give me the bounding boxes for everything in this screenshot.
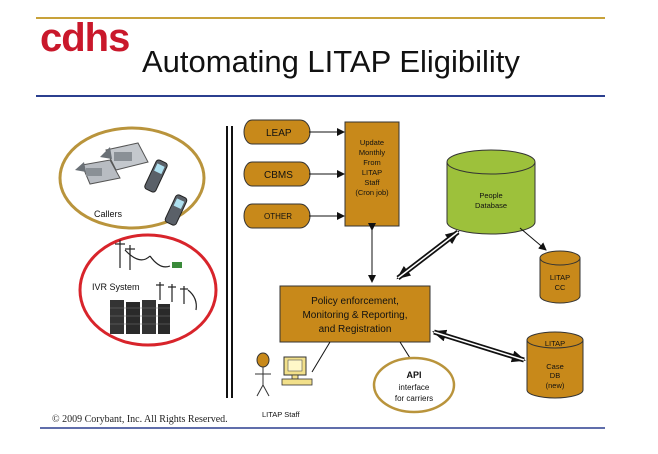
ivr-label: IVR System bbox=[92, 282, 140, 292]
source-leap: LEAP bbox=[243, 119, 311, 145]
case-database: LITAP Case DB (new) bbox=[526, 331, 584, 399]
policy-line: Monitoring & Reporting, bbox=[302, 310, 407, 321]
callers-label: Callers bbox=[94, 209, 123, 219]
update-line: From bbox=[363, 158, 381, 167]
mobile-phone-icon bbox=[144, 159, 168, 193]
update-line: (Cron job) bbox=[355, 188, 389, 197]
arrow-policy-people bbox=[396, 230, 460, 280]
case-db-line: LITAP bbox=[545, 339, 565, 348]
logo-text: cdhs bbox=[40, 16, 130, 60]
people-db-line: Database bbox=[475, 201, 507, 210]
staff-label: LITAP Staff bbox=[262, 410, 300, 419]
slide-title: Automating LITAP Eligibility bbox=[142, 44, 520, 79]
update-line: LITAP bbox=[362, 168, 382, 177]
litap-cc-line: LITAP bbox=[550, 273, 570, 282]
update-line: Update bbox=[360, 138, 384, 147]
case-db-line: Case bbox=[546, 362, 564, 371]
cdhs-logo: cdhs bbox=[40, 18, 132, 58]
api-line: API bbox=[406, 370, 421, 380]
modem-icon bbox=[172, 262, 182, 268]
people-db-line: People bbox=[479, 191, 502, 200]
api-line: for carriers bbox=[395, 394, 433, 403]
api-line: interface bbox=[399, 383, 430, 392]
person-icon bbox=[255, 352, 271, 397]
utility-pole-icon bbox=[156, 282, 197, 311]
server-rack-icon bbox=[110, 300, 170, 334]
arrow-people-to-cc bbox=[519, 227, 547, 251]
litap-cc-database: LITAP CC bbox=[539, 250, 581, 304]
callers-group: Callers bbox=[58, 126, 206, 230]
line-policy-api bbox=[399, 341, 411, 359]
utility-pole-icon bbox=[115, 240, 171, 270]
update-box: Update Monthly From LITAP Staff (Cron jo… bbox=[344, 121, 400, 227]
policy-line: and Registration bbox=[319, 324, 392, 335]
litap-cc-line: CC bbox=[555, 283, 566, 292]
copyright-text: © 2009 Corybant, Inc. All Rights Reserve… bbox=[52, 414, 228, 425]
policy-box: Policy enforcement, Monitoring & Reporti… bbox=[279, 285, 431, 343]
source-label: LEAP bbox=[266, 128, 292, 139]
update-line: Staff bbox=[364, 178, 380, 187]
desk-phone-icon bbox=[100, 142, 149, 171]
people-database: People Database bbox=[446, 149, 536, 235]
source-cbms: CBMS bbox=[243, 161, 311, 187]
api-ellipse: API interface for carriers bbox=[372, 356, 456, 414]
case-db-line: (new) bbox=[546, 381, 565, 390]
policy-line: Policy enforcement, bbox=[311, 296, 399, 307]
case-db-line: DB bbox=[550, 371, 560, 380]
callers-ellipse bbox=[58, 126, 206, 230]
desk-phone-icon bbox=[75, 159, 121, 185]
line-staff-policy bbox=[311, 341, 331, 373]
arrow-policy-casedb bbox=[432, 329, 526, 363]
mobile-phone-icon bbox=[164, 194, 188, 226]
ivr-group: IVR System bbox=[78, 233, 218, 347]
computer-icon bbox=[281, 356, 313, 386]
source-other: OTHER bbox=[243, 203, 311, 229]
source-label: CBMS bbox=[264, 170, 293, 181]
source-label: OTHER bbox=[264, 212, 292, 221]
update-line: Monthly bbox=[359, 148, 386, 157]
